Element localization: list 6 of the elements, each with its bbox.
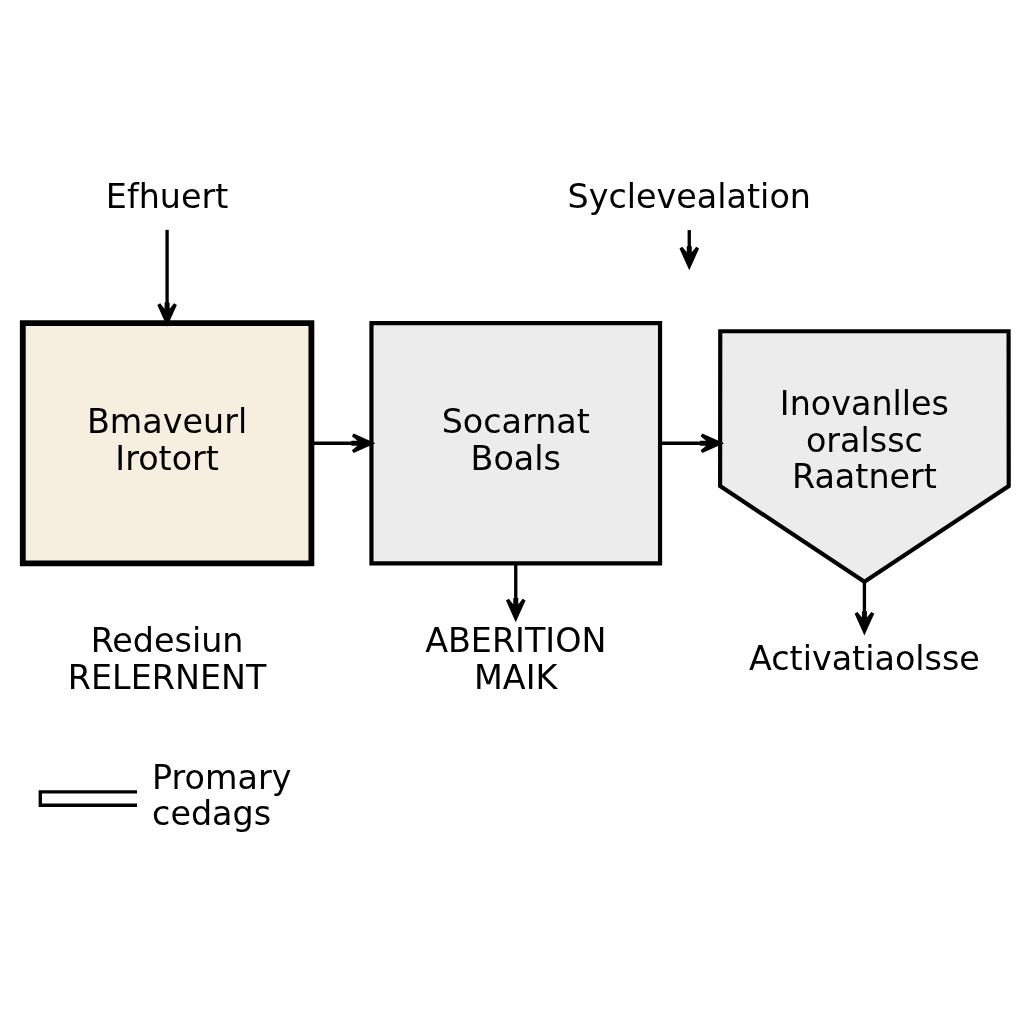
node-text: ABERITION MAIK [425, 620, 607, 696]
node-text: Activatiaolsse [748, 638, 980, 678]
legend-label: Promary cedags [152, 757, 292, 833]
node-text: Efhuert [105, 176, 229, 216]
node-label: Redesiun RELERNENT [67, 620, 267, 696]
node-text: Syclevealation [567, 176, 811, 216]
